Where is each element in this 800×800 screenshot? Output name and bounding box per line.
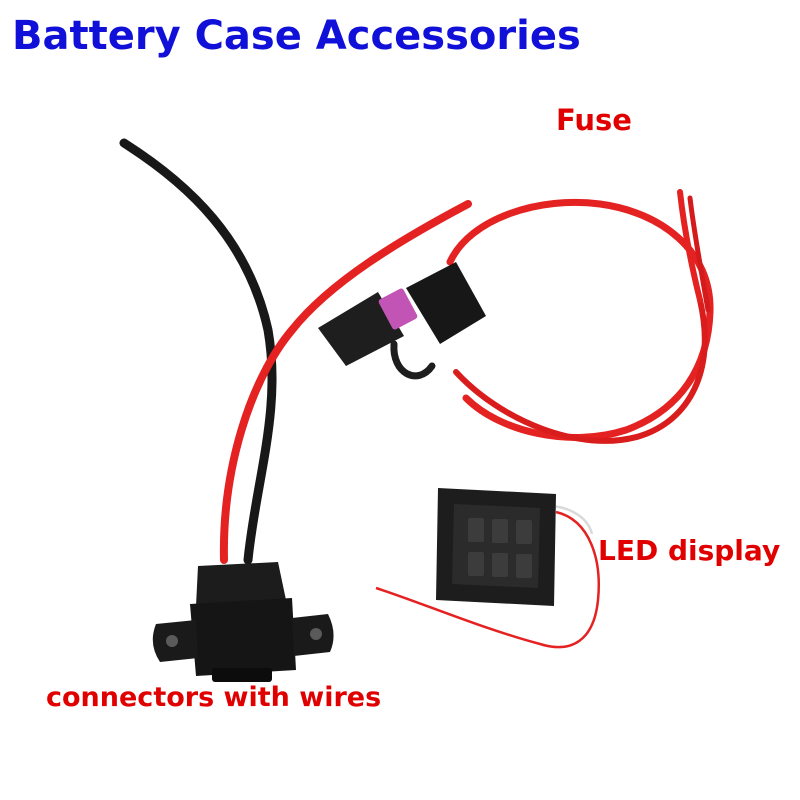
fuse-wire-tail-2 xyxy=(687,195,711,313)
blade-fuse xyxy=(378,288,418,330)
connector-housing-body xyxy=(190,598,296,676)
fuse-holder-body xyxy=(406,262,486,344)
black-wire xyxy=(119,138,277,565)
connector-housing-top xyxy=(196,562,286,606)
flange-hole-right xyxy=(310,628,322,640)
connector-with-wires xyxy=(119,138,472,682)
page-title: Battery Case Accessories xyxy=(12,13,581,59)
fuse-cap xyxy=(318,292,404,366)
led-red-wire xyxy=(375,510,600,649)
fuse-holder-assembly xyxy=(318,189,714,444)
label-led-display: LED display xyxy=(598,534,781,567)
led-white-wire xyxy=(551,504,594,535)
connector-socket xyxy=(212,668,272,682)
fuse-wire-tail-1 xyxy=(677,189,703,303)
label-fuse: Fuse xyxy=(556,103,632,137)
label-connectors-with-wires: connectors with wires xyxy=(46,682,382,713)
connector-red-wire xyxy=(219,200,472,564)
led-display-module xyxy=(375,488,600,649)
led-digits xyxy=(468,518,532,578)
fuse-strap xyxy=(390,340,436,380)
flange-hole-left xyxy=(166,635,178,647)
fuse-red-wire-strand xyxy=(453,297,708,444)
